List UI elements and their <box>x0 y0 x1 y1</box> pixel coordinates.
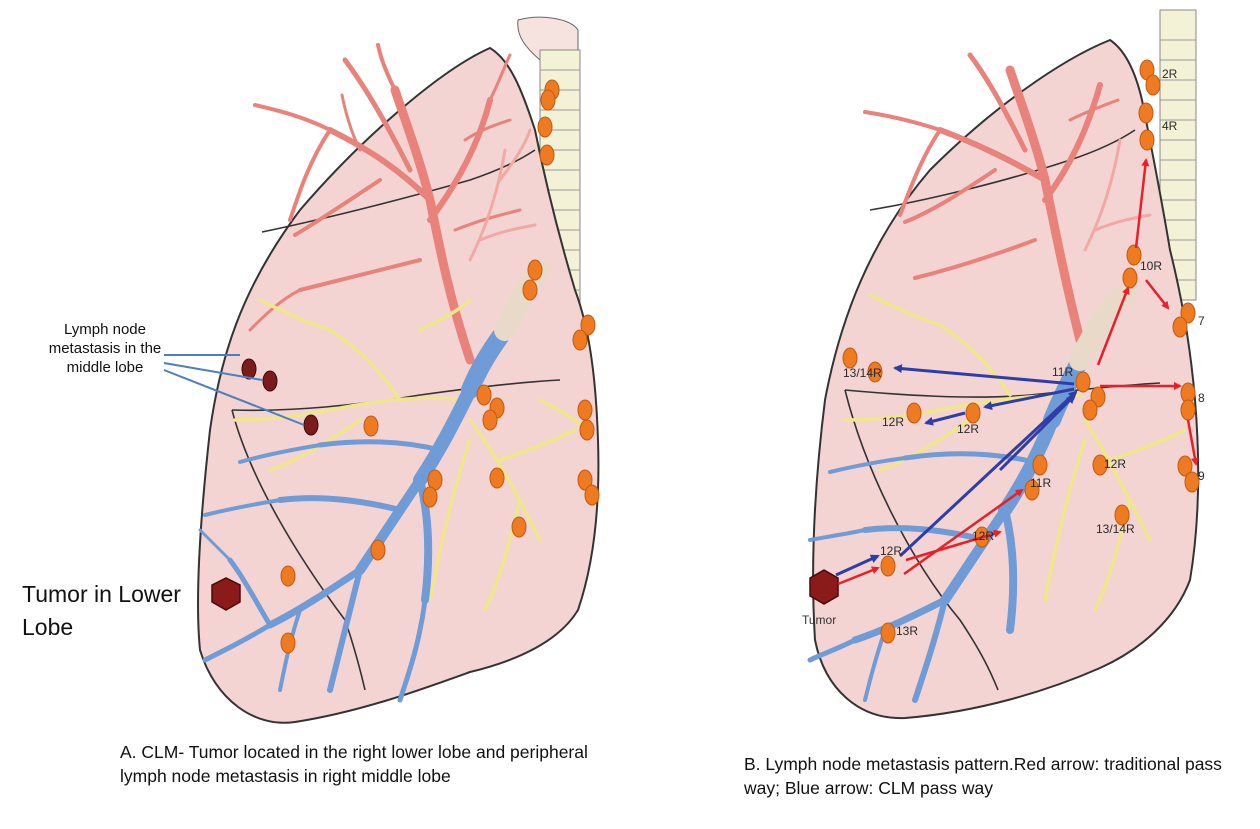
tumor-b <box>810 570 838 604</box>
node-label-12r-mid: 12R <box>957 422 979 436</box>
node-label-8: 8 <box>1198 391 1205 405</box>
tumor-label-b: Tumor <box>802 613 836 627</box>
lymph-metastasis-label: Lymph node metastasis in the middle lobe <box>30 320 180 377</box>
panel-b: 2R 4R 10R 7 8 9 11R 11R 13/14R 12R 12R 1… <box>802 10 1205 718</box>
node-label-12r-tumor: 12R <box>880 544 902 558</box>
node-label-13-14r-right: 13/14R <box>1096 522 1135 536</box>
node-label-12r-right: 12R <box>1104 457 1126 471</box>
node-label-12r-lower: 12R <box>972 529 994 543</box>
node-label-13r: 13R <box>896 624 918 638</box>
caption-b: B. Lymph node metastasis pattern.Red arr… <box>744 752 1259 800</box>
node-label-2r: 2R <box>1162 67 1178 81</box>
node-label-11r-upper: 11R <box>1052 365 1073 379</box>
tumor-a <box>212 578 240 610</box>
node-label-11r-lower: 11R <box>1030 476 1051 490</box>
node-label-12r-left: 12R <box>882 415 904 429</box>
node-label-7: 7 <box>1198 314 1205 328</box>
caption-a: A. CLM- Tumor located in the right lower… <box>120 740 600 788</box>
node-label-9: 9 <box>1198 469 1205 483</box>
tumor-location-label: Tumor in Lower Lobe <box>22 578 182 644</box>
panel-a <box>164 17 599 723</box>
node-label-10r: 10R <box>1140 259 1162 273</box>
node-label-13-14r-left: 13/14R <box>843 366 882 380</box>
node-label-4r: 4R <box>1162 119 1178 133</box>
